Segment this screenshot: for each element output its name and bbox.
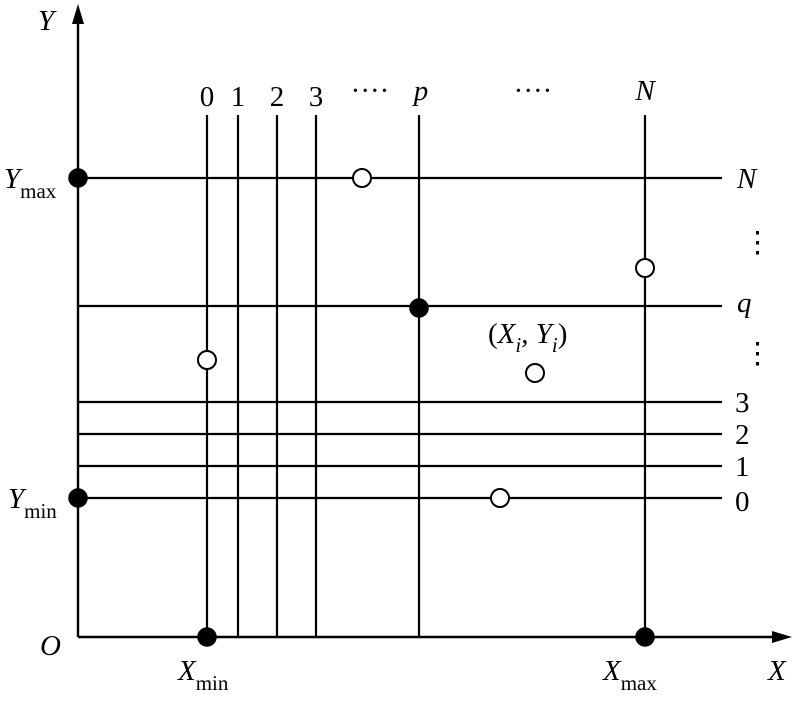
row-label-q: q <box>737 287 752 319</box>
grid-point-p-q <box>409 298 429 318</box>
y-min-label: Ymin <box>8 483 57 523</box>
row-label-N: N <box>736 163 758 195</box>
x-max-label: Xmax <box>602 655 657 695</box>
x-min-point <box>197 627 217 647</box>
column-ellipsis-right: ···· <box>514 75 553 107</box>
row-ellipsis-lower: ⋮ <box>743 338 772 370</box>
row-label-3: 3 <box>735 387 750 419</box>
column-label-0: 0 <box>200 81 215 113</box>
column-label-p: p <box>412 75 429 107</box>
y-axis-arrowhead <box>72 4 84 24</box>
column-ellipsis-left: ···· <box>351 75 390 107</box>
data-point-left <box>197 350 217 370</box>
data-point-xi-yi <box>525 363 545 383</box>
y-axis-label: Y <box>38 5 57 37</box>
origin-label: O <box>40 630 61 662</box>
y-max-label: Ymax <box>4 163 57 203</box>
row-label-1: 1 <box>735 451 750 483</box>
row-label-0: 0 <box>735 486 750 518</box>
column-label-N: N <box>634 75 656 107</box>
x-axis-arrowhead <box>772 631 792 643</box>
row-label-2: 2 <box>735 419 750 451</box>
x-min-label: Xmin <box>177 655 229 695</box>
column-label-1: 1 <box>231 81 246 113</box>
x-max-point <box>635 627 655 647</box>
data-point-top <box>352 168 372 188</box>
y-max-point <box>68 168 88 188</box>
column-label-3: 3 <box>309 81 324 113</box>
x-axis-label: X <box>767 655 787 687</box>
row-ellipsis-upper: ⋮ <box>743 227 772 259</box>
point-label: (Xi, Yi) <box>488 318 567 357</box>
data-point-bottom <box>490 488 510 508</box>
column-label-2: 2 <box>270 81 285 113</box>
data-point-right <box>635 258 655 278</box>
y-min-point <box>68 488 88 508</box>
